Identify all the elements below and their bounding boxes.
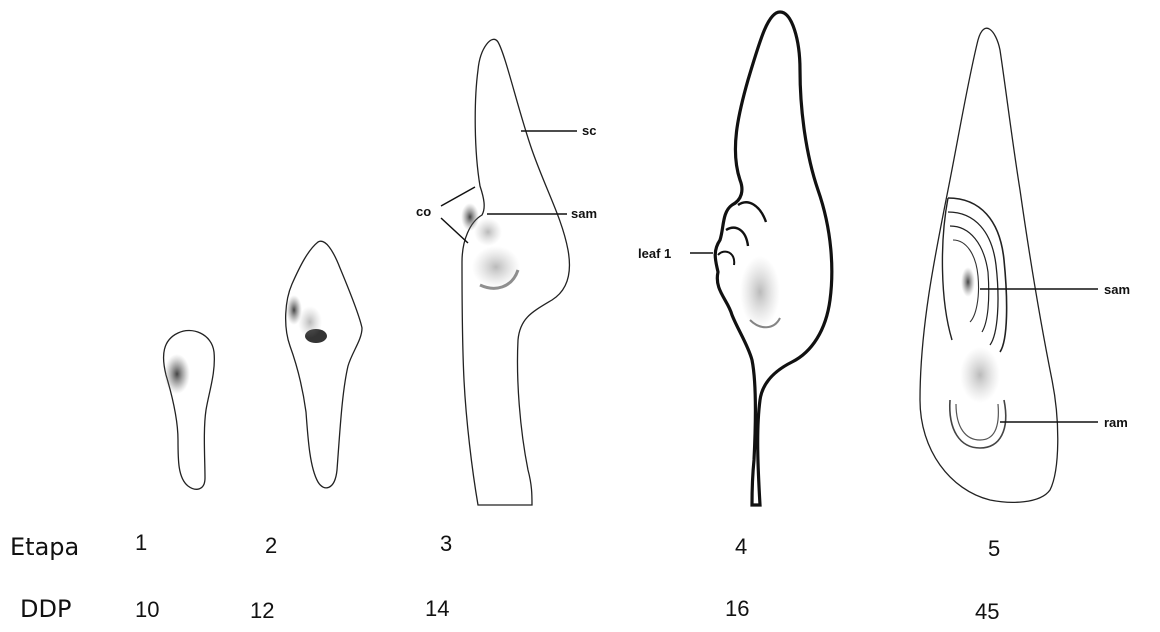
ddp-value: 14 (425, 596, 449, 621)
label-sam-stage-3: sam (571, 206, 597, 221)
etapa-value: 3 (440, 531, 452, 556)
embryo-stage-4 (690, 12, 832, 505)
label-sam-stage-5: sam (1104, 282, 1130, 297)
embryo-stage-3 (441, 39, 577, 505)
label-ram: ram (1104, 415, 1128, 430)
etapa-value: 5 (988, 536, 1000, 561)
ddp-row-header: DDP (20, 595, 71, 623)
ddp-value: 12 (250, 598, 274, 623)
ddp-value: 45 (975, 599, 999, 624)
embryo-stage-5 (920, 28, 1098, 502)
ddp-value: 16 (725, 596, 749, 621)
etapa-value: 2 (265, 533, 277, 558)
etapa-value: 4 (735, 534, 747, 559)
label-co: co (416, 204, 431, 219)
label-sc: sc (582, 123, 596, 138)
etapa-row-header: Etapa (10, 533, 79, 561)
embryo-stage-2 (286, 241, 362, 488)
ddp-value: 10 (135, 597, 159, 622)
label-leaf-1: leaf 1 (638, 246, 671, 261)
etapa-value: 1 (135, 530, 147, 555)
embryo-stage-1 (164, 330, 215, 489)
